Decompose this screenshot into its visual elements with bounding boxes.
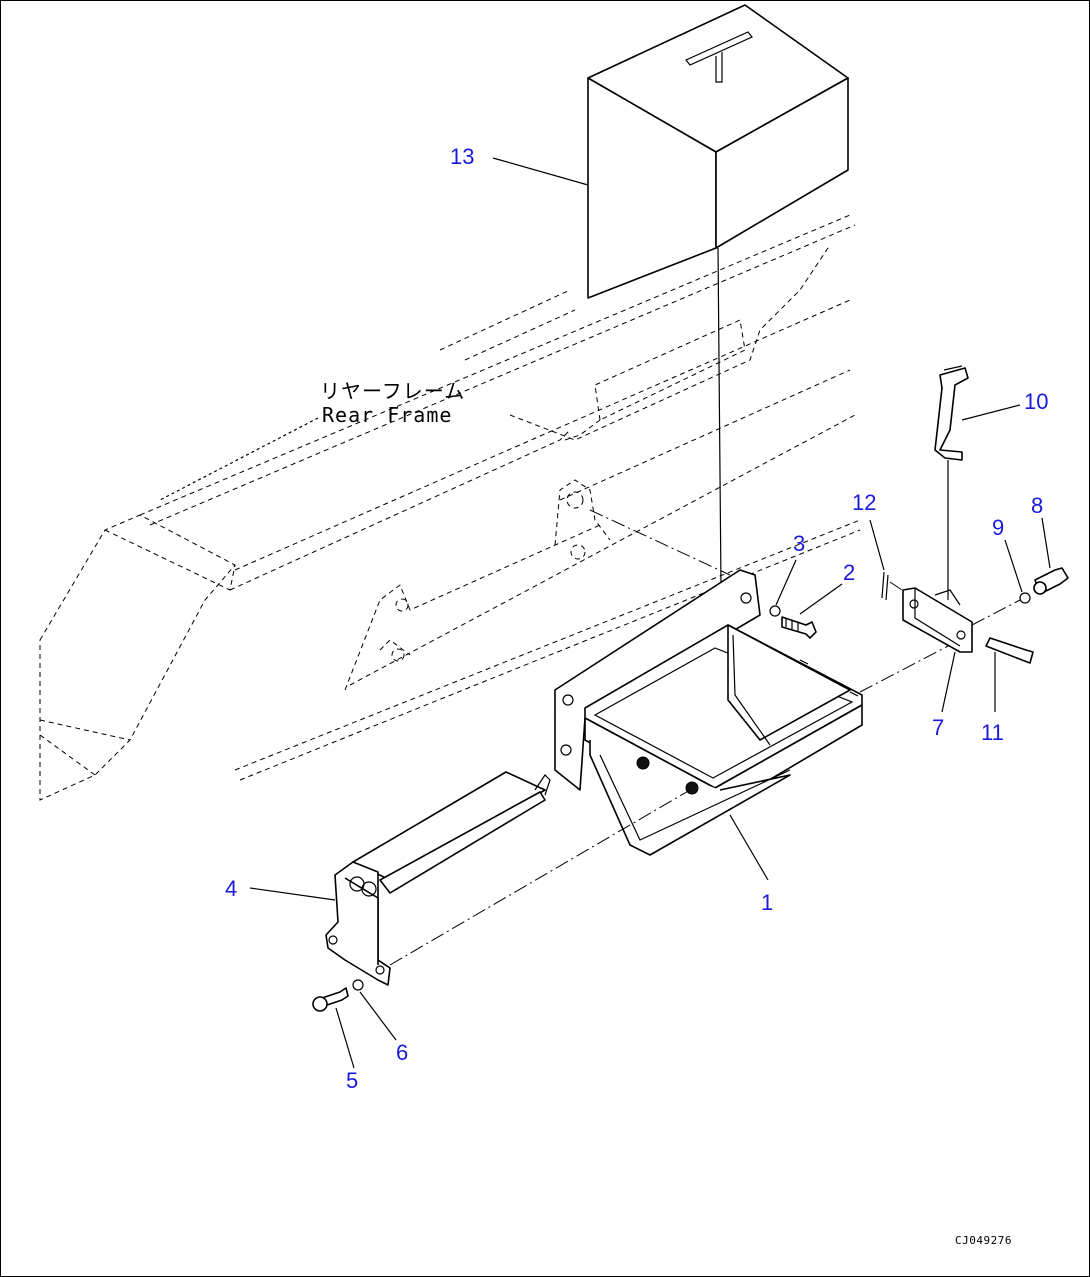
callout-9: 9 <box>992 515 1004 540</box>
part-13-box <box>587 4 849 299</box>
part-1-bracket <box>554 569 863 856</box>
callout-13: 13 <box>450 144 474 169</box>
assembly-line-12 <box>889 581 906 593</box>
part-12-rivet <box>881 571 889 601</box>
leader-8 <box>1041 517 1051 569</box>
rear-frame-label-jp: リヤーフレーム <box>320 379 465 403</box>
assembly-line-8 <box>971 599 1021 626</box>
leader-7 <box>941 651 956 713</box>
assembly-line-7 <box>859 644 951 693</box>
part-7-plate <box>902 587 973 653</box>
callout-7: 7 <box>932 715 944 740</box>
part-5-bolt <box>312 987 349 1012</box>
part-11-bolt <box>985 637 1034 664</box>
part-2-bolt <box>781 616 817 639</box>
assembly-line-4 <box>389 789 691 966</box>
leader-5 <box>335 1007 355 1069</box>
callout-5: 5 <box>346 1068 358 1093</box>
assembly-line-frame <box>589 509 731 576</box>
part-8-bolt <box>1033 567 1069 595</box>
rear-frame-outline <box>39 214 861 801</box>
leader-1 <box>729 814 769 881</box>
callout-4: 4 <box>225 876 237 901</box>
callout-8: 8 <box>1031 493 1043 518</box>
part-9-washer <box>1019 592 1031 604</box>
leader-9 <box>1004 539 1023 593</box>
leader-4 <box>249 887 336 901</box>
callout-6: 6 <box>396 1040 408 1065</box>
leader-12 <box>869 519 885 571</box>
callout-10: 10 <box>1024 389 1048 414</box>
part-10-latch <box>934 365 969 461</box>
leader-6 <box>359 991 397 1041</box>
leader-3 <box>775 559 797 606</box>
rear-frame-label-en: Rear Frame <box>322 403 452 427</box>
leader-10 <box>961 404 1021 421</box>
leader-13 <box>492 157 589 186</box>
callout-1: 1 <box>761 890 773 915</box>
drawing-code: CJ049276 <box>955 1234 1012 1247</box>
callout-3: 3 <box>793 531 805 556</box>
callout-2: 2 <box>843 560 855 585</box>
part-3-washer <box>769 605 781 617</box>
callout-11: 11 <box>981 720 1004 745</box>
part-4-cover <box>325 771 551 986</box>
part-6-washer <box>352 979 364 991</box>
callout-12: 12 <box>852 490 876 515</box>
leader-2 <box>799 583 843 615</box>
rear-frame-leader <box>159 417 319 501</box>
